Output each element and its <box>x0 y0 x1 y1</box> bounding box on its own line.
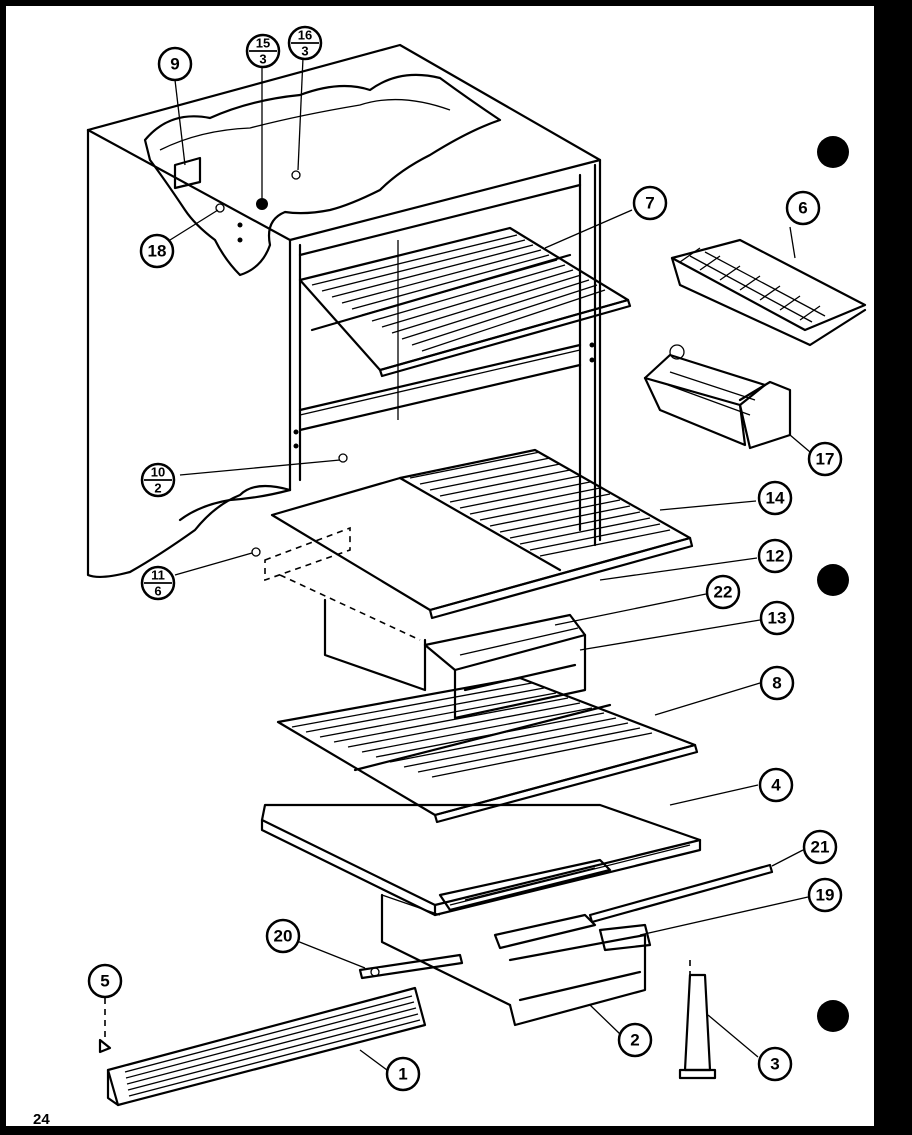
svg-text:22: 22 <box>714 583 733 602</box>
svg-text:3: 3 <box>770 1055 779 1074</box>
trim-strip <box>588 863 774 924</box>
callout-7: 7 <box>632 185 668 221</box>
callout-9: 9 <box>157 46 193 82</box>
svg-text:2: 2 <box>630 1031 639 1050</box>
registration-dot-icon <box>817 1000 849 1032</box>
registration-dot-icon <box>817 564 849 596</box>
crisper-cover-and-drawer <box>260 803 702 1027</box>
callout-11-6: 11 6 <box>140 565 176 601</box>
callout-4: 4 <box>758 767 794 803</box>
svg-text:21: 21 <box>811 838 830 857</box>
svg-text:20: 20 <box>274 927 293 946</box>
svg-text:6: 6 <box>798 199 807 218</box>
callout-17: 17 <box>807 441 843 477</box>
callout-18: 18 <box>139 233 175 269</box>
registration-dot-icon <box>817 136 849 168</box>
svg-text:11: 11 <box>151 568 165 583</box>
callout-13: 13 <box>759 600 795 636</box>
hinge-bracket <box>358 953 464 980</box>
ice-cube-tray <box>670 238 867 347</box>
svg-text:3: 3 <box>301 44 308 59</box>
svg-text:10: 10 <box>151 465 165 480</box>
svg-text:8: 8 <box>772 674 781 693</box>
svg-text:15: 15 <box>256 36 270 51</box>
svg-text:7: 7 <box>645 194 654 213</box>
lower-wire-shelf <box>276 676 699 824</box>
svg-text:19: 19 <box>816 886 835 905</box>
callout-20: 20 <box>265 918 301 954</box>
callout-16-3: 16 3 <box>287 25 323 61</box>
callout-1: 1 <box>385 1056 421 1092</box>
callout-12: 12 <box>757 538 793 574</box>
ice-maker <box>643 344 792 450</box>
callout-5: 5 <box>87 963 123 999</box>
callout-10-2: 10 2 <box>140 462 176 498</box>
callout-8: 8 <box>759 665 795 701</box>
svg-text:3: 3 <box>259 52 266 67</box>
svg-text:12: 12 <box>766 547 785 566</box>
page-number: 24 <box>33 1111 50 1128</box>
callout-3: 3 <box>757 1046 793 1082</box>
svg-text:5: 5 <box>100 972 109 991</box>
svg-text:13: 13 <box>768 609 787 628</box>
top-wire-shelf <box>298 226 632 378</box>
cabinet-liner <box>86 43 602 579</box>
svg-text:6: 6 <box>154 584 161 599</box>
svg-text:2: 2 <box>154 481 161 496</box>
svg-text:18: 18 <box>148 242 167 261</box>
svg-text:16: 16 <box>298 28 312 43</box>
callout-22: 22 <box>705 574 741 610</box>
bracket <box>598 923 652 952</box>
callout-14: 14 <box>757 480 793 516</box>
svg-text:17: 17 <box>816 450 835 469</box>
glass-shelf-and-crisper <box>264 448 694 720</box>
callout-6: 6 <box>785 190 821 226</box>
svg-text:1: 1 <box>398 1065 407 1084</box>
callout-21: 21 <box>802 829 838 865</box>
svg-text:14: 14 <box>766 489 785 508</box>
paper <box>6 6 874 1126</box>
leveling-leg <box>678 960 717 1080</box>
callout-2: 2 <box>617 1022 653 1058</box>
callout-15-3: 15 3 <box>245 33 281 69</box>
svg-text:9: 9 <box>170 55 179 74</box>
damper-and-fasteners <box>173 156 348 557</box>
callout-19: 19 <box>807 877 843 913</box>
kickplate-grille <box>98 986 427 1107</box>
svg-text:4: 4 <box>771 776 781 795</box>
leader-lines <box>169 57 811 1071</box>
